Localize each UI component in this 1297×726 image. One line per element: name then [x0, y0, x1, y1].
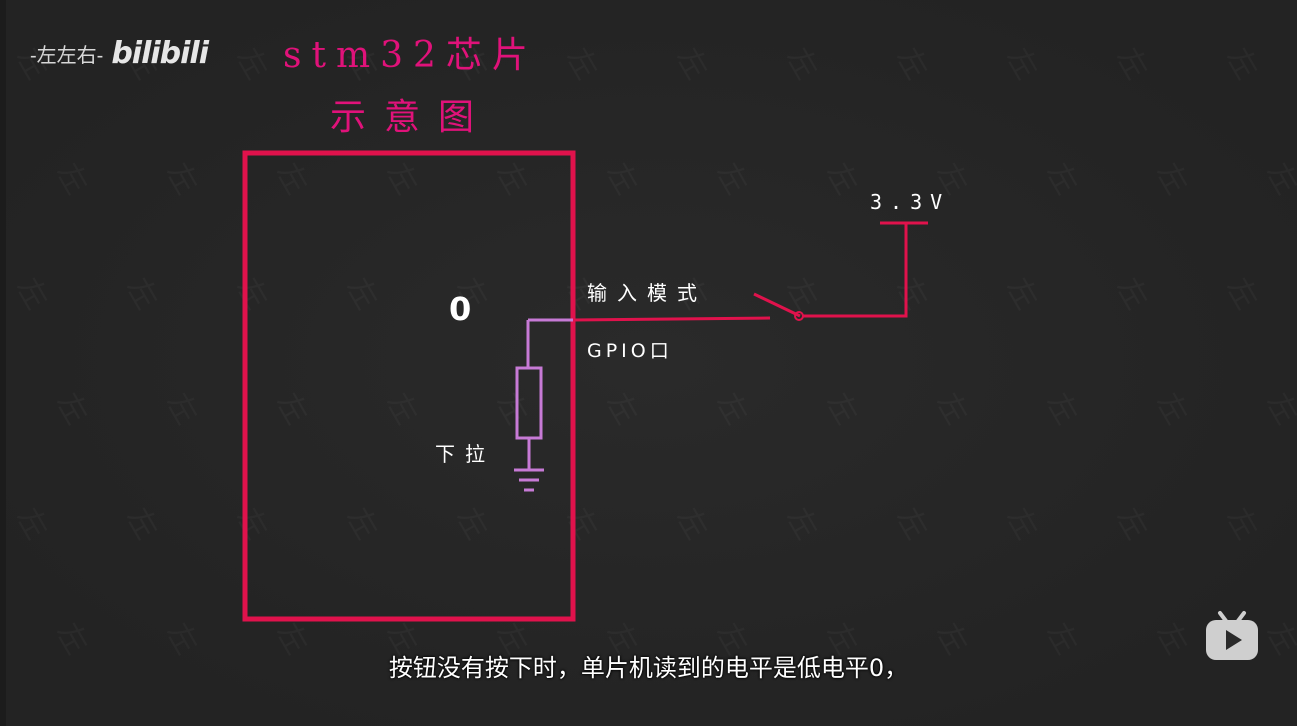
voltage-label: 3.3V — [870, 190, 951, 214]
bilibili-logo: bilibili — [111, 36, 209, 71]
chip-outline — [242, 150, 576, 622]
pulldown-label: 下拉 — [435, 442, 495, 466]
supply-wire — [803, 223, 908, 318]
signal-wire — [572, 316, 771, 322]
gpio-label: GPIO口 — [587, 340, 673, 362]
bilibili-tv-icon[interactable] — [1204, 610, 1260, 662]
pin-value: 0 — [449, 290, 472, 328]
diagram-subtitle: 示意图 — [330, 97, 493, 138]
channel-watermark: -左左右- bilibili — [30, 36, 209, 71]
switch-lever — [753, 292, 801, 318]
mode-label: 输入模式 — [587, 281, 707, 305]
video-caption: 按钮没有按下时，单片机读到的电平是低电平0， — [388, 654, 909, 682]
channel-name: -左左右- — [30, 45, 104, 67]
pulldown-resistor — [515, 366, 543, 440]
left-edge-strip — [0, 0, 6, 726]
diagram-title: stm32芯片 — [283, 35, 538, 76]
